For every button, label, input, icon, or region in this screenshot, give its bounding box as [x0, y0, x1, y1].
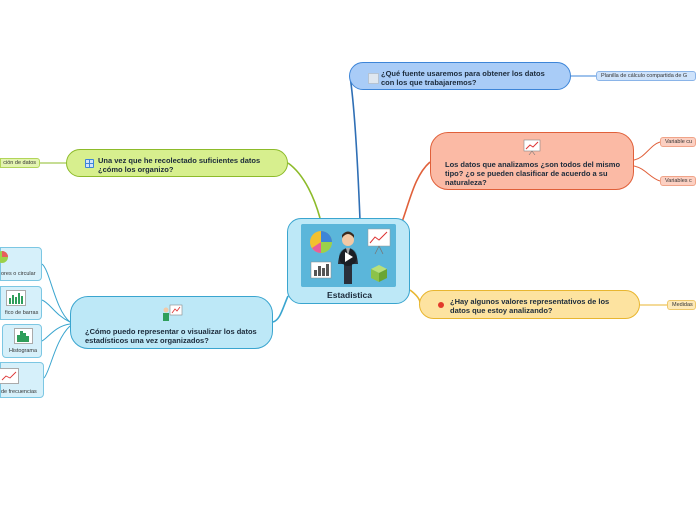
link-organizo [287, 162, 321, 219]
central-label: Estadistica [327, 290, 372, 300]
line-chart-icon [0, 368, 19, 384]
central-node[interactable]: Estadistica [287, 218, 410, 304]
subtopic-barras-label: fico de barras [5, 310, 39, 316]
subtopic-histograma[interactable]: Histograma [2, 324, 42, 358]
subtopic-barras[interactable]: fico de barras [0, 286, 42, 320]
topic-fuente-label: ¿Qué fuente usaremos para obtener los da… [381, 69, 545, 87]
subtopic-circular-label: ores o circular [1, 271, 36, 277]
chart-board-icon [523, 139, 541, 156]
subtopic-planilla[interactable]: Planilla de cálculo compartida de G [596, 71, 696, 81]
topic-organizo-label: Una vez que he recolectado suficientes d… [98, 156, 261, 174]
topic-fuente[interactable]: ¿Qué fuente usaremos para obtener los da… [349, 62, 571, 90]
histogram-icon [14, 328, 33, 344]
link-fuente [349, 75, 361, 221]
link-tipos [401, 161, 431, 223]
topic-valores[interactable]: ¿Hay algunos valores representativos de … [419, 290, 640, 319]
presenter-icon [161, 304, 183, 322]
subtopic-circular[interactable]: ores o circular [0, 247, 42, 281]
note-icon [368, 73, 379, 84]
subtopic-histograma-label: Histograma [8, 348, 38, 354]
topic-tipos[interactable]: Los datos que analizamos ¿son todos del … [430, 132, 634, 190]
pie-chart-icon [0, 250, 9, 264]
subtopic-organizacion[interactable]: ción de datos [0, 158, 40, 168]
red-dot-icon [438, 302, 444, 308]
grid-icon [85, 159, 94, 168]
topic-representar[interactable]: ¿Cómo puedo representar o visualizar los… [70, 296, 273, 349]
topic-valores-label: ¿Hay algunos valores representativos de … [450, 297, 610, 315]
subtopic-frecuencias[interactable]: de frecuencias [0, 362, 44, 398]
central-image [301, 224, 396, 287]
topic-organizo[interactable]: Una vez que he recolectado suficientes d… [66, 149, 288, 177]
bar-chart-icon [6, 290, 26, 306]
subtopic-variables-c[interactable]: Variables c [660, 176, 696, 186]
subtopic-variable-cu[interactable]: Variable cu [660, 137, 696, 147]
subtopic-frecuencias-label: de frecuencias [1, 389, 37, 395]
topic-tipos-label: Los datos que analizamos ¿son todos del … [445, 160, 621, 187]
link-representar [272, 295, 289, 323]
subtopic-medidas[interactable]: Medidas [667, 300, 696, 310]
topic-representar-label: ¿Cómo puedo representar o visualizar los… [85, 327, 257, 345]
